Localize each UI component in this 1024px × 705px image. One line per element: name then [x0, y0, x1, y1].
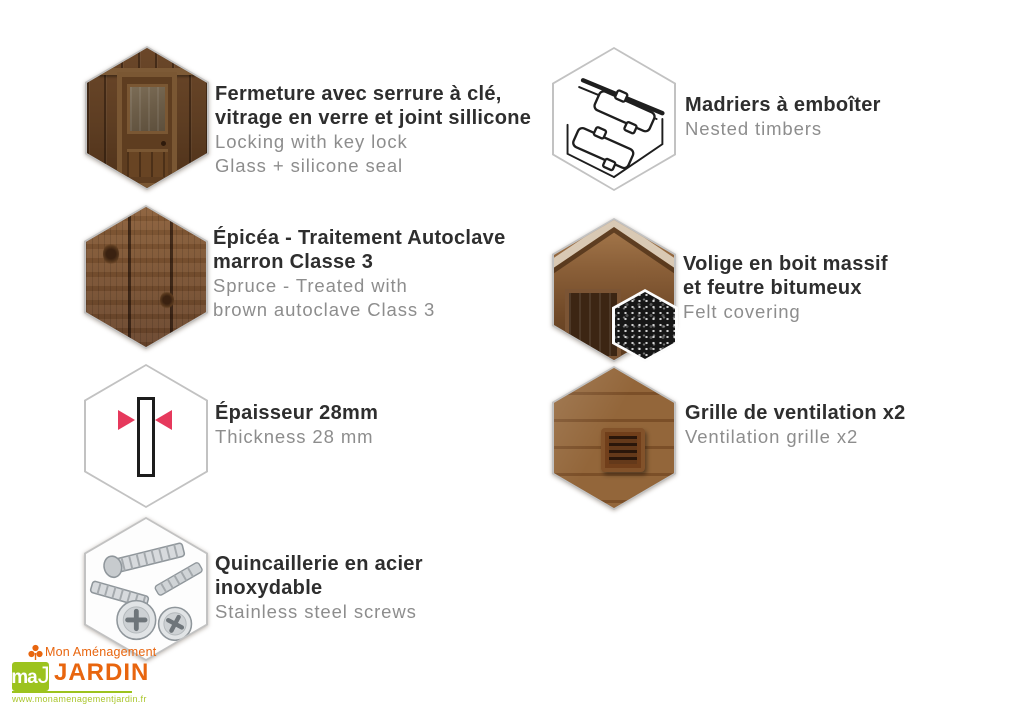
monogram-j: J	[37, 662, 50, 689]
shed-door-photo	[85, 46, 209, 190]
shed-door	[117, 71, 177, 188]
wood-texture-content	[86, 207, 206, 347]
ventilation-grille-photo	[552, 366, 676, 510]
wood-knot	[160, 291, 175, 309]
feature-door-lock-text: Fermeture avec serrure à clé, vitrage en…	[215, 82, 531, 178]
door-lower-panel	[126, 149, 168, 177]
shed-door-photo-content	[87, 48, 207, 188]
feature-thickness-text: Épaisseur 28mm Thickness 28 mm	[215, 401, 378, 449]
feature-title-fr: Madriers à emboîter	[685, 94, 881, 116]
feature-subtitle-en: Stainless steel screws	[215, 601, 417, 622]
logo-divider	[12, 691, 132, 693]
thickness-diagram	[86, 366, 206, 506]
arrow-left-icon	[155, 410, 172, 430]
feature-title-fr: Fermeture avec serrure à clé,	[215, 83, 502, 105]
feature-subtitle-en: Glass + silicone seal	[215, 155, 404, 176]
brand-name-main: JARDIN	[54, 659, 150, 686]
hexagon-border	[552, 47, 676, 191]
clover-icon	[28, 644, 43, 660]
feature-title-fr: Épaisseur 28mm	[215, 402, 379, 424]
grille-slats	[609, 436, 637, 464]
feature-subtitle-en: Felt covering	[683, 301, 801, 322]
feature-subtitle-en: Nested timbers	[685, 118, 823, 139]
feature-title-fr: marron Classe 3	[213, 251, 374, 273]
feature-subtitle-en: Spruce - Treated with	[213, 275, 408, 296]
feature-subtitle-en: Ventilation grille x2	[685, 426, 859, 447]
feature-subtitle-en: brown autoclave Class 3	[213, 299, 436, 320]
feature-title-fr: inoxydable	[215, 577, 323, 599]
ventilation-wall-content	[554, 368, 674, 508]
hexagon-border	[84, 205, 208, 349]
ventilation-grille	[601, 428, 645, 472]
feature-ventilation-text: Grille de ventilation x2 Ventilation gri…	[685, 401, 906, 449]
feature-roof-felt-text: Volige en boit massif et feutre bitumeux…	[683, 252, 888, 324]
panel-cross-section	[137, 397, 155, 477]
hexagon-border	[84, 517, 208, 661]
hexagon-border	[85, 46, 209, 190]
door-handle	[161, 140, 166, 146]
hexagon-border	[552, 366, 676, 510]
hexagon-border	[84, 364, 208, 508]
feature-title-fr: Quincaillerie en acier	[215, 553, 423, 575]
nested-timbers-drawing	[554, 49, 674, 189]
bitumen-felt-texture	[615, 292, 675, 359]
nested-timbers-icon	[552, 47, 676, 191]
feature-subtitle-en: Thickness 28 mm	[215, 426, 374, 447]
feature-title-fr: Grille de ventilation x2	[685, 402, 906, 424]
door-lintel	[97, 67, 197, 75]
feature-title-fr: Volige en boit massif	[683, 253, 888, 275]
feature-subtitle-en: Locking with key lock	[215, 131, 408, 152]
feature-title-fr: vitrage en verre et joint sillicone	[215, 107, 532, 129]
feature-title-fr: Épicéa - Traitement Autoclave	[213, 227, 506, 249]
door-window	[126, 84, 168, 135]
feature-nested-timbers-text: Madriers à emboîter Nested timbers	[685, 93, 881, 141]
monogram-letters: ma	[11, 667, 37, 688]
feature-title-fr: et feutre bitumeux	[683, 277, 862, 299]
timber-joint-line-art	[566, 78, 665, 179]
wood-texture-photo	[84, 205, 208, 349]
feature-spruce-text: Épicéa - Traitement Autoclave marron Cla…	[213, 226, 506, 322]
screws-illustration	[89, 542, 203, 642]
website-url: www.monamenagementjardin.fr	[12, 694, 147, 704]
arrow-right-icon	[118, 410, 135, 430]
wood-knot	[102, 243, 119, 266]
stainless-screws-photo	[84, 517, 208, 661]
brand-name-top: Mon Aménagement	[45, 645, 157, 659]
thickness-diagram-icon	[84, 364, 208, 508]
screws-content	[86, 519, 206, 659]
feature-hardware-text: Quincaillerie en acier inoxydable Stainl…	[215, 552, 423, 624]
